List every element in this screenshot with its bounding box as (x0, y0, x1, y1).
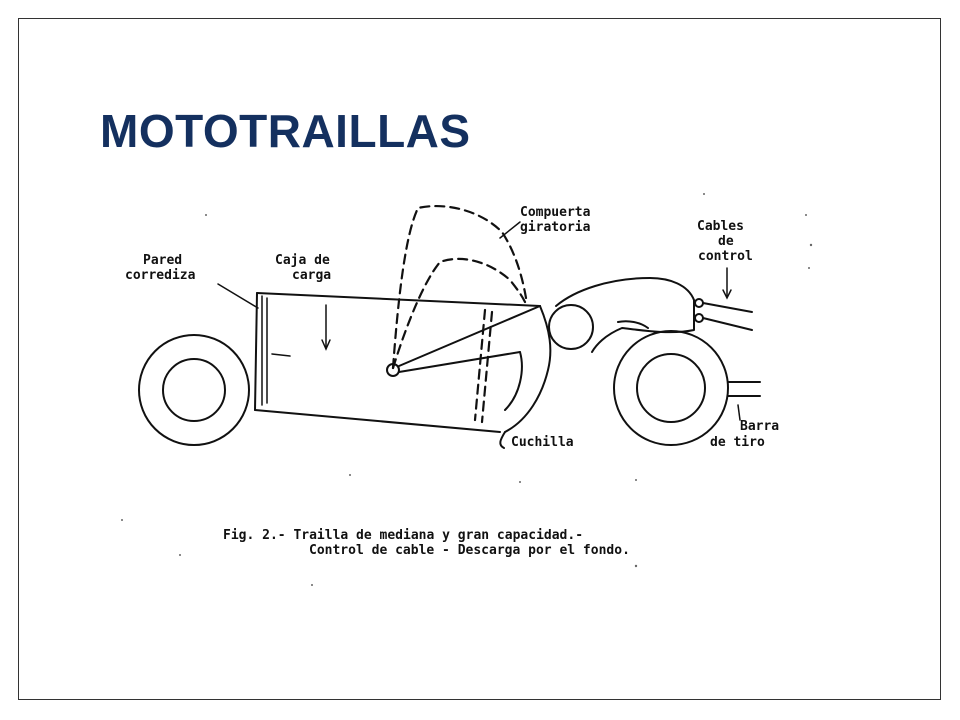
label-de: de (718, 234, 734, 249)
label-pared: Pared (143, 253, 182, 268)
label-corrediza: corrediza (125, 268, 196, 283)
leader-lines (217, 221, 741, 421)
rear-wheel (138, 334, 250, 446)
label-carga: carga (292, 268, 331, 283)
caption-line-2: Control de cable - Descarga por el fondo… (309, 543, 630, 558)
label-de-tiro: de tiro (710, 435, 765, 450)
label-cuchilla: Cuchilla (511, 435, 574, 450)
label-cables: Cables (697, 219, 744, 234)
label-giratoria: giratoria (520, 220, 591, 235)
caption-line-1: Fig. 2.- Trailla de mediana y gran capac… (223, 528, 583, 543)
front-wheel (613, 330, 729, 446)
rotating-gate (391, 204, 528, 370)
tractor-body (548, 277, 753, 353)
label-barra: Barra (740, 419, 779, 434)
label-compuerta: Compuerta (520, 205, 591, 220)
slide-title: MOTOTRAILLAS (100, 105, 471, 157)
scan-noise (121, 193, 813, 586)
tow-bar (727, 381, 761, 397)
label-caja: Caja de (275, 253, 330, 268)
gate-arms (386, 305, 552, 449)
cargo-box (254, 292, 541, 433)
label-control: control (698, 249, 753, 264)
